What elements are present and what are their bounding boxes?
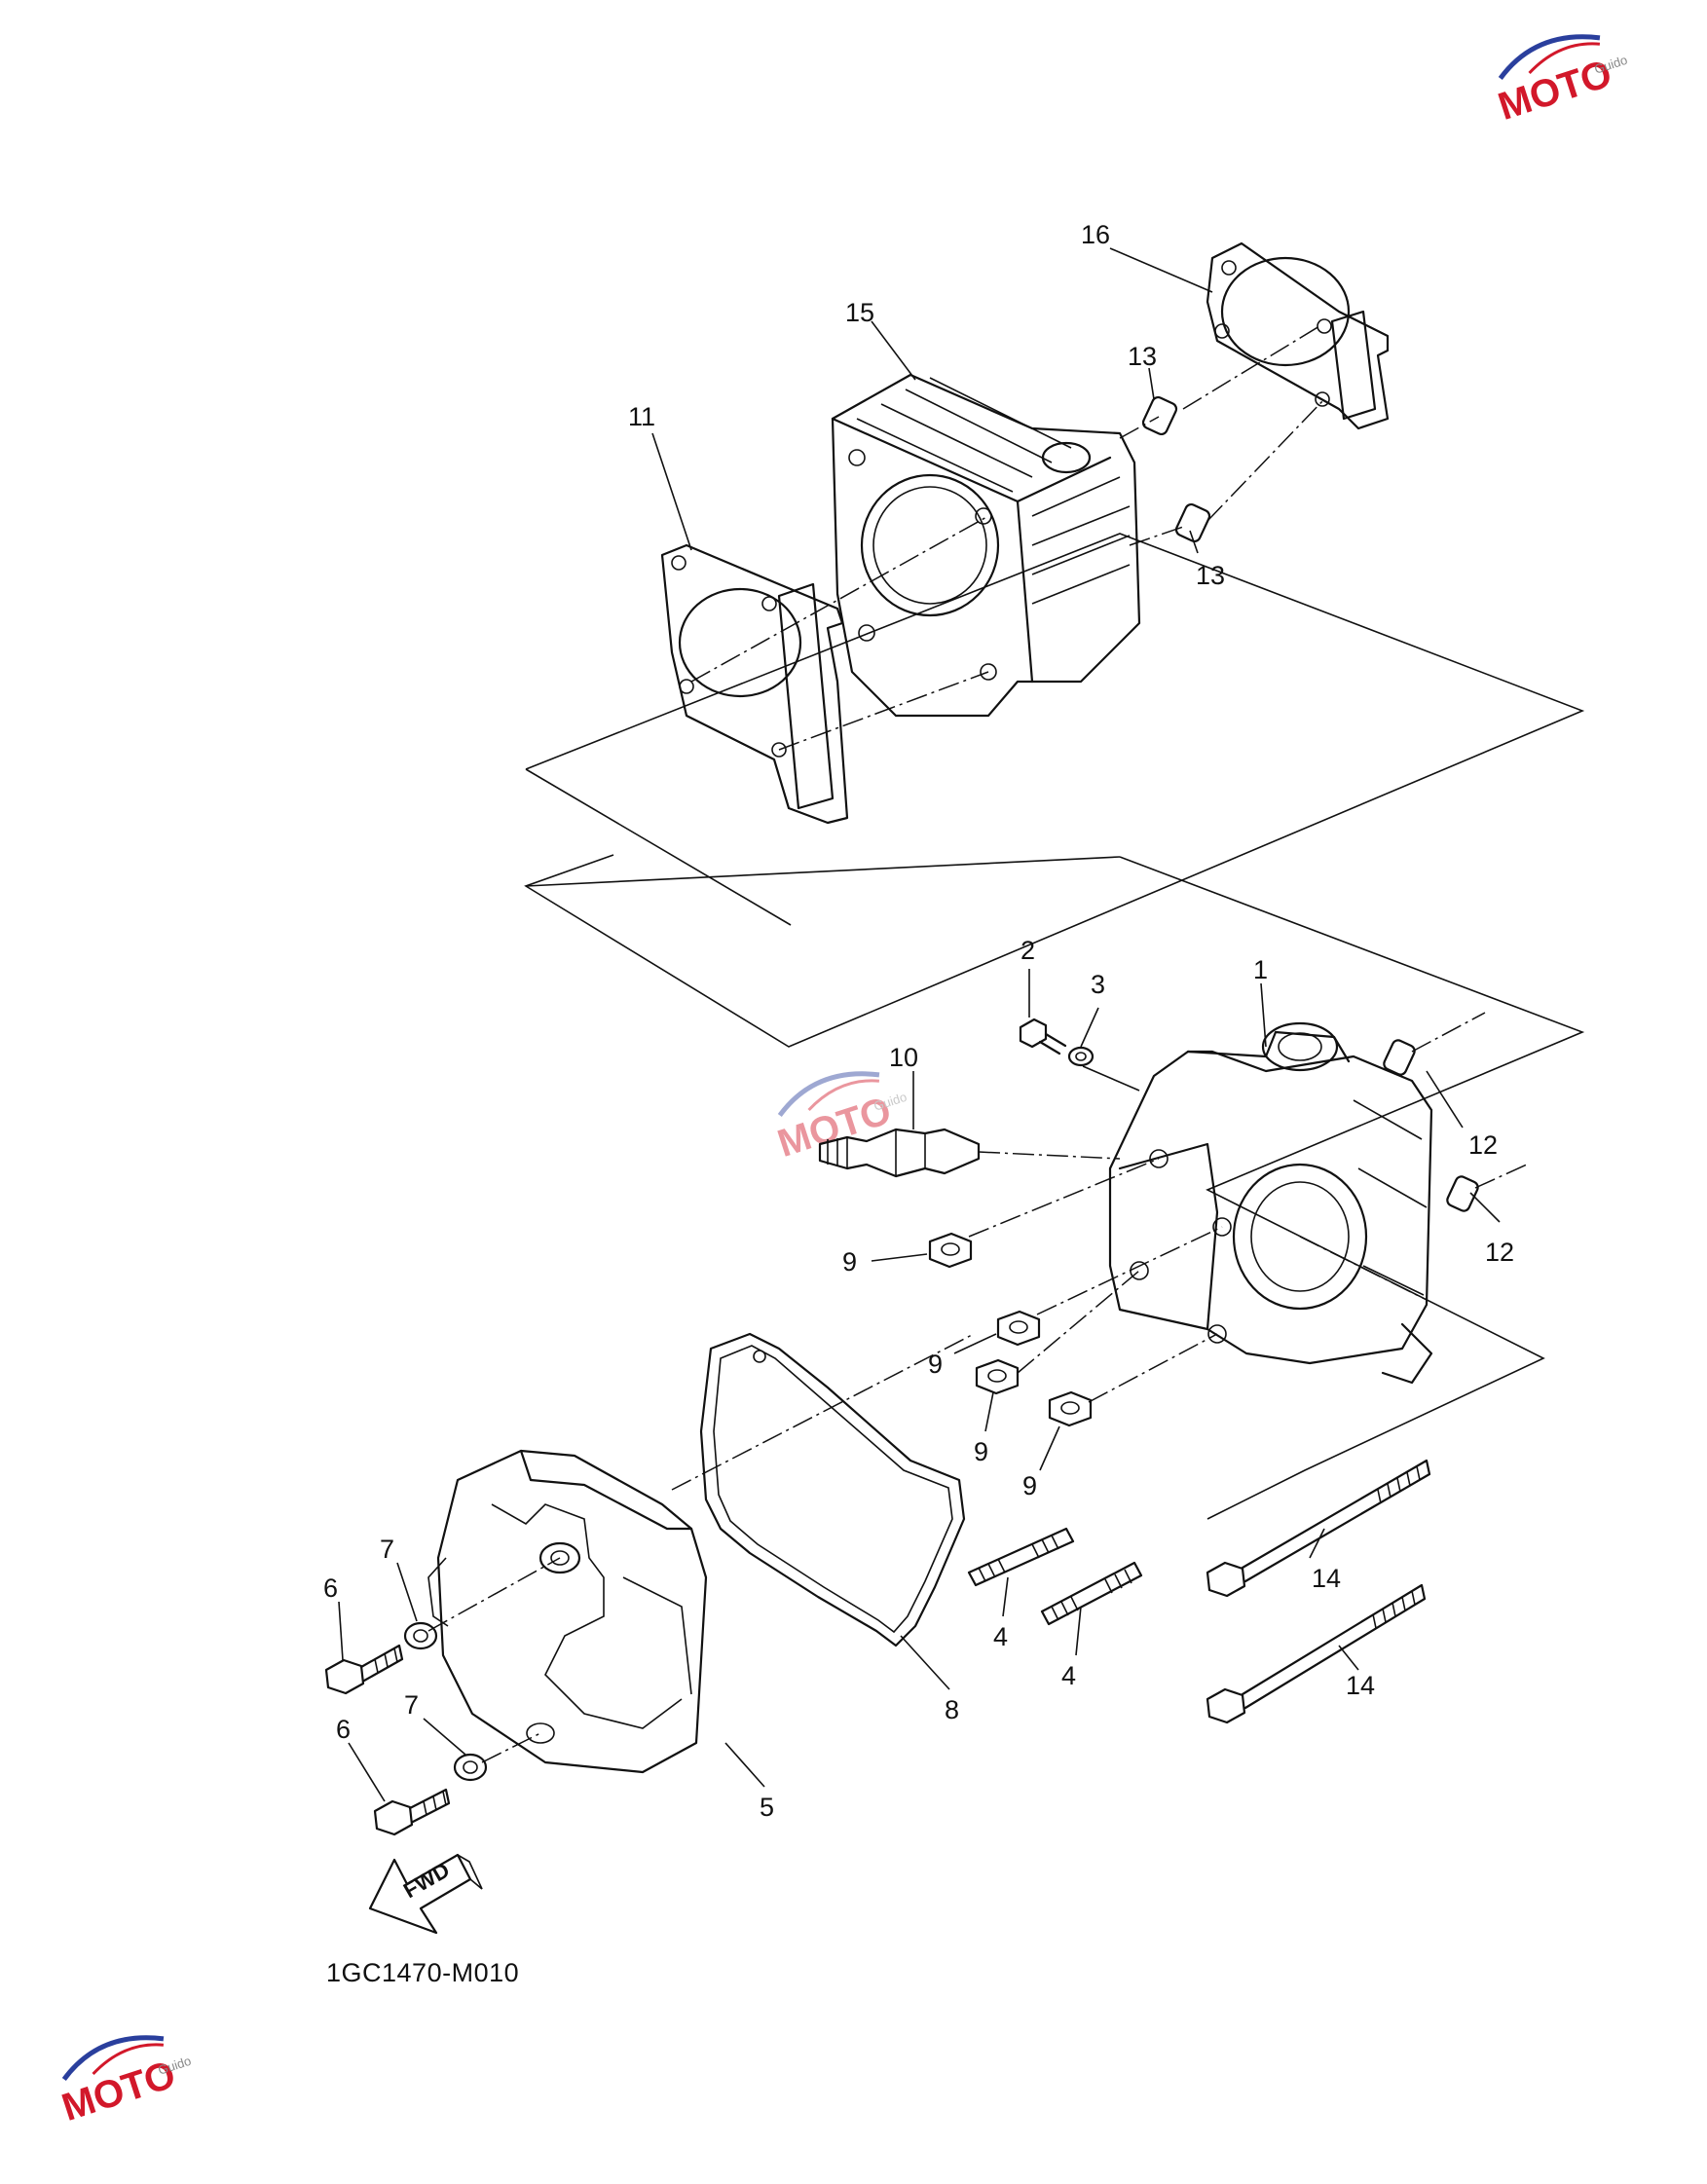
watermark-logo-bottom: MOTO Guido <box>56 2035 193 2129</box>
long-bolt-upper <box>1206 1459 1431 1598</box>
dowel-pin-upper <box>1141 395 1178 436</box>
label-part-10: 10 <box>889 1043 918 1072</box>
label-part-11: 11 <box>628 402 655 431</box>
assembly-frame-cylinder <box>524 533 1585 1048</box>
label-part-3: 3 <box>1091 970 1105 999</box>
washer-cover-lower <box>453 1753 488 1782</box>
spark-plug <box>818 1128 981 1178</box>
label-part-5: 5 <box>760 1793 774 1822</box>
head-cover-gasket <box>699 1332 966 1647</box>
dowel-pin-head-lower <box>1446 1175 1479 1212</box>
washer-small <box>1067 1046 1095 1067</box>
fwd-label: FWD <box>399 1858 454 1904</box>
label-part-2: 2 <box>1020 936 1035 965</box>
cylinder-gasket-top <box>1206 241 1390 430</box>
leader-lines <box>338 247 1501 1802</box>
label-part-9-lower-right: 9 <box>1022 1471 1037 1500</box>
cylinder-head-cover <box>427 1449 708 1774</box>
fwd-arrow-icon: FWD <box>368 1853 483 1935</box>
label-part-6-upper: 6 <box>323 1573 338 1603</box>
label-part-9-upper: 9 <box>842 1247 857 1277</box>
label-part-12-upper: 12 <box>1468 1130 1498 1160</box>
bolt-cover-lower <box>373 1788 451 1836</box>
label-part-13-upper: 13 <box>1128 342 1157 371</box>
label-part-15: 15 <box>845 298 874 327</box>
cylinder-base-gasket <box>660 543 849 825</box>
label-part-8: 8 <box>945 1695 959 1724</box>
label-part-7-upper: 7 <box>380 1535 394 1564</box>
watermark-logo-center: MOTO Guido <box>772 1071 909 1166</box>
label-part-7-lower: 7 <box>404 1690 419 1720</box>
stud-bolt-lower <box>1040 1561 1143 1626</box>
nut-middle-left <box>975 1358 1020 1395</box>
nut-middle-right <box>996 1310 1041 1347</box>
nut-upper <box>928 1232 973 1269</box>
label-part-14-lower: 14 <box>1346 1671 1375 1700</box>
washer-cover-upper <box>403 1621 438 1650</box>
label-part-14-upper: 14 <box>1312 1564 1341 1593</box>
label-part-12-lower: 12 <box>1485 1238 1514 1267</box>
bolt-cover-upper <box>324 1644 404 1695</box>
label-part-4-upper: 4 <box>993 1622 1008 1651</box>
alignment-lines <box>427 325 1530 1763</box>
label-part-4-lower: 4 <box>1061 1661 1076 1690</box>
long-bolt-lower <box>1206 1583 1427 1724</box>
bolt-small <box>1019 1018 1067 1055</box>
stud-bolt-upper <box>967 1527 1075 1587</box>
nut-lower <box>1048 1390 1093 1427</box>
label-part-6-lower: 6 <box>336 1715 351 1744</box>
label-part-9-middle: 9 <box>928 1350 943 1379</box>
dowel-pin-head-upper <box>1383 1039 1416 1076</box>
part-labels: 16 15 11 13 13 1 2 3 10 12 12 9 9 9 9 4 … <box>323 220 1514 1822</box>
diagram-code: 1GC1470-M010 <box>326 1958 519 1987</box>
cylinder-head <box>1108 1021 1433 1385</box>
dowel-pin-lower <box>1174 502 1211 543</box>
watermark-logo-top: MOTO Guido <box>1493 34 1629 129</box>
label-part-13-lower: 13 <box>1196 561 1225 590</box>
label-part-1: 1 <box>1253 955 1268 984</box>
label-part-16: 16 <box>1081 220 1110 249</box>
cylinder-block <box>831 373 1141 718</box>
label-part-9-lower-left: 9 <box>974 1437 988 1466</box>
